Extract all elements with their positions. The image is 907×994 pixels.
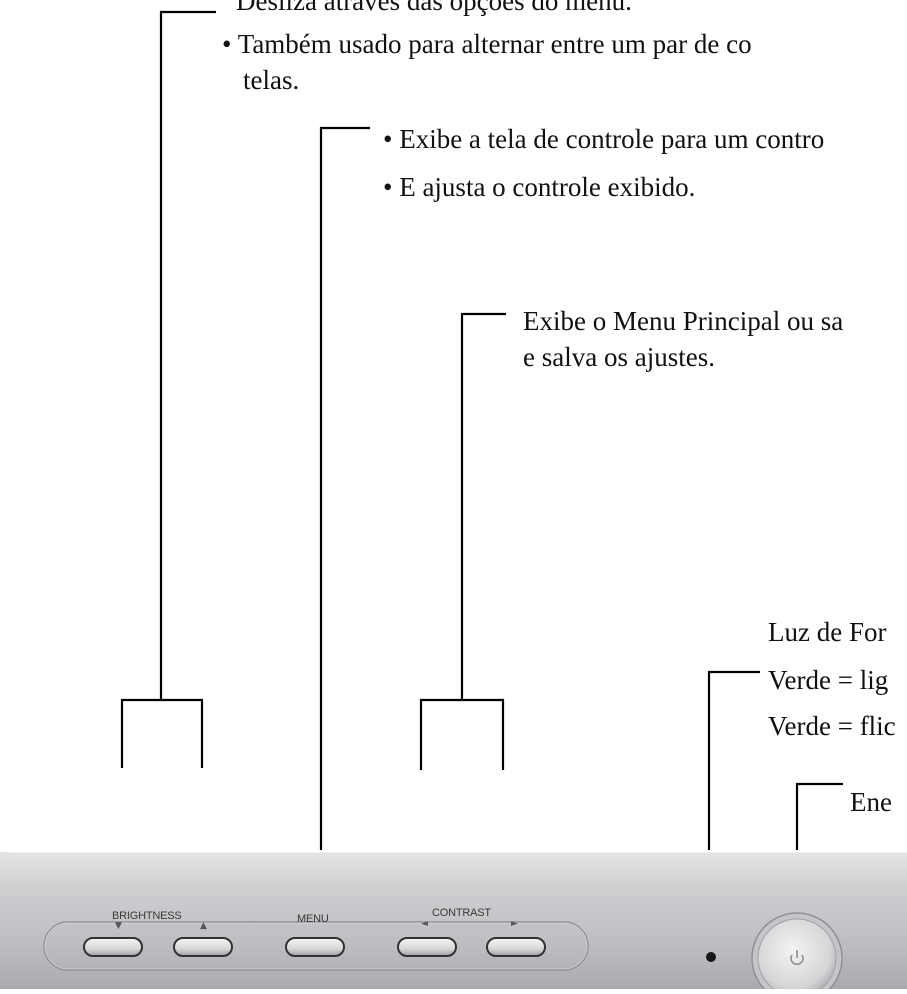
- leader-line-menu: [319, 126, 370, 850]
- power-symbol-icon: [790, 950, 804, 966]
- contrast-label: CONTRAST: [432, 907, 491, 919]
- panel-surface: [0, 851, 907, 994]
- brightness-down-arrow-icon: ▼: [115, 921, 122, 931]
- brightness-up-arrow-icon: ▲: [200, 921, 207, 931]
- menu-button[interactable]: [285, 937, 345, 957]
- callout-led-green-on: Verde = lig: [768, 665, 889, 695]
- power-led: [706, 952, 716, 962]
- monitor-front-panel: BRIGHTNESS ▼ ▲ MENU CONTRAST ◄ ►: [0, 851, 907, 994]
- leader-line-power: [795, 782, 843, 850]
- callout-menu-text-2: • E ajusta o controle exibido.: [383, 172, 696, 202]
- callout-menu-text-1: • Exibe a tela de controle para um contr…: [383, 124, 825, 154]
- power-button[interactable]: [751, 912, 843, 994]
- callout-toggle-text-cont: telas.: [243, 65, 300, 95]
- bracket-brightness: [120, 698, 204, 768]
- brightness-label: BRIGHTNESS: [112, 910, 182, 922]
- callout-power-text: Ene: [850, 787, 892, 817]
- callout-contrast-text-2: e salva os ajustes.: [523, 342, 715, 372]
- contrast-right-button[interactable]: [486, 937, 546, 957]
- leader-line-brightness: [159, 10, 216, 700]
- leader-line-contrast: [460, 312, 506, 700]
- callout-contrast-text-1: Exibe o Menu Principal ou sa: [523, 306, 844, 336]
- bracket-contrast: [419, 698, 505, 770]
- callout-led-title: Luz de For: [768, 617, 887, 647]
- leader-line-led: [707, 670, 760, 850]
- menu-label: MENU: [297, 913, 329, 925]
- callout-led-green-flash: Verde = flic: [768, 711, 896, 741]
- contrast-right-arrow-icon: ►: [511, 919, 518, 929]
- callout-toggle-text: • Também usado para alternar entre um pa…: [222, 29, 752, 59]
- brightness-up-button[interactable]: [173, 937, 233, 957]
- brightness-down-button[interactable]: [83, 937, 143, 957]
- contrast-left-button[interactable]: [397, 937, 457, 957]
- contrast-left-arrow-icon: ◄: [421, 919, 428, 929]
- callout-scroll-text: Desliza através das opções do menu.: [236, 0, 632, 16]
